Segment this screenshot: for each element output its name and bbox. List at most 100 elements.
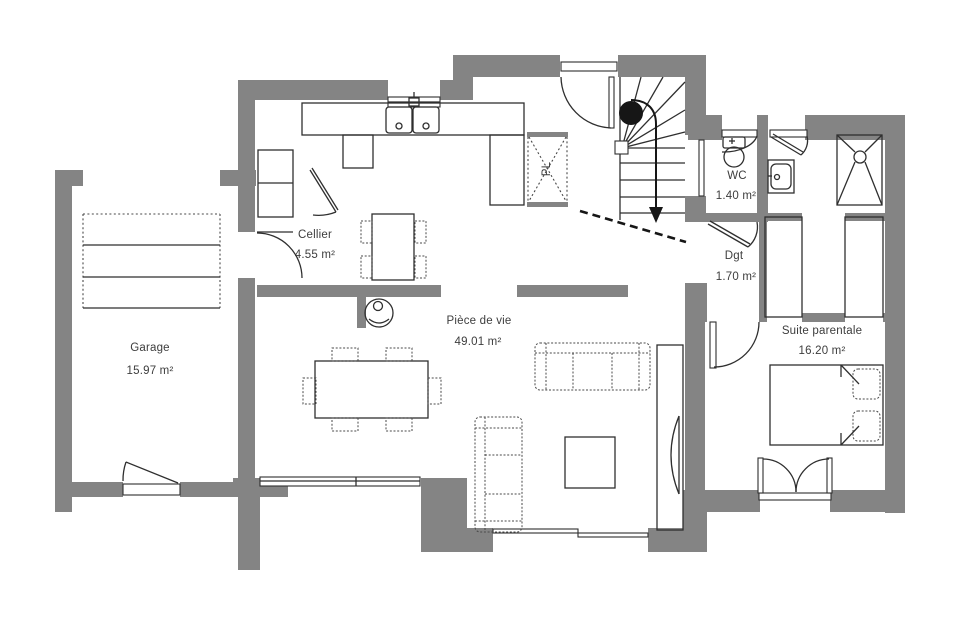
shower-fold	[864, 134, 883, 153]
room-label-cellier: Cellier	[298, 229, 332, 241]
bed-fold	[840, 364, 860, 385]
room-label-pl: PL	[541, 161, 553, 177]
room-area-dgt: 1.70 m²	[715, 271, 757, 283]
bath-window-leaf	[770, 136, 802, 156]
garage-door-threshold	[122, 483, 181, 496]
garage-cellier-door-arc	[256, 232, 303, 279]
shower-fold	[864, 161, 883, 206]
island-chair	[360, 220, 373, 244]
tv-screen	[670, 415, 680, 495]
wall-wc-north	[688, 115, 722, 140]
entry-door-arc	[560, 76, 612, 129]
island-chair	[414, 255, 427, 279]
stair-winder	[621, 81, 686, 149]
wall-south-step	[421, 478, 467, 552]
garage-ped-door-leaf	[125, 461, 179, 484]
room-label-dgt: Dgt	[724, 250, 744, 262]
stair-winder	[621, 131, 686, 149]
pl-closet-bottom-edge	[527, 202, 568, 207]
wall-north-b	[473, 55, 560, 77]
room-area-cellier: 4.55 m²	[294, 249, 336, 261]
wood-stove-flue	[372, 300, 384, 312]
wall-living-north-b	[517, 285, 628, 297]
suite-door-leaf	[709, 321, 717, 369]
room-area-suite-parentale: 16.20 m²	[798, 345, 846, 357]
stair-cut-line	[579, 209, 687, 244]
wood-stove-door	[368, 318, 390, 324]
wall-suite-north-right	[883, 313, 905, 322]
sofa-top	[534, 342, 651, 391]
tv-sideboard	[656, 344, 684, 531]
toilet-bowl	[723, 146, 745, 168]
french-door-arc-right	[795, 458, 830, 493]
sink-drain-right	[422, 122, 430, 130]
french-door-threshold	[758, 492, 832, 501]
dining-table	[314, 360, 429, 419]
sink-right	[412, 106, 440, 134]
stair-arrow-head	[649, 207, 663, 223]
wood-stove	[364, 298, 394, 328]
wall-cellier-west	[238, 82, 255, 232]
stair-newel	[614, 140, 629, 155]
wall-suite-south-right	[830, 490, 887, 512]
wall-dgt-west	[685, 283, 707, 322]
wall-garage-south-left	[55, 482, 123, 497]
wall-north-step	[453, 55, 473, 100]
room-area-garage: 15.97 m²	[126, 365, 174, 377]
wall-wc-bath-divider	[757, 115, 768, 222]
cellier-door-arc	[312, 211, 337, 216]
dgt-door-leaf	[709, 220, 751, 245]
suite-door-arc	[713, 321, 760, 368]
wardrobe	[844, 216, 884, 318]
bath-window-sill	[769, 129, 808, 138]
wall-suite-west	[685, 322, 705, 513]
washbasin-drain	[773, 173, 781, 181]
dining-chair	[302, 377, 317, 405]
entry-door-leaf	[608, 76, 615, 129]
wall-dgt-east	[759, 217, 767, 322]
dining-chair	[385, 417, 413, 432]
dining-chair	[427, 377, 442, 405]
dining-chair	[385, 347, 413, 362]
island-chair	[414, 220, 427, 244]
room-label-piece-de-vie: Pièce de vie	[446, 315, 512, 327]
french-door-arc-left	[762, 458, 797, 493]
bay-window-panel	[577, 532, 649, 538]
wall-north-a	[238, 80, 388, 100]
french-door-leaf-right	[826, 457, 833, 494]
wall-stove-stub	[357, 285, 366, 328]
wall-south-stub	[238, 478, 260, 570]
french-door-leaf-left	[757, 457, 764, 494]
wall-north-a2	[440, 80, 453, 100]
room-label-wc: WC	[727, 170, 747, 182]
stair-arrow-start	[619, 101, 643, 125]
dining-chair	[331, 417, 359, 432]
shower-drain	[853, 150, 867, 164]
bath-window-arc	[800, 135, 809, 156]
toilet-tank	[722, 136, 746, 149]
garage-ped-door-arc	[122, 461, 127, 482]
wall-garage-east-lower	[238, 278, 255, 497]
bath-window-leaf	[772, 133, 804, 153]
room-label-garage: Garage	[130, 342, 170, 354]
dgt-door-arc	[747, 221, 759, 248]
wall-stair-top	[618, 55, 705, 77]
sofa-left	[474, 416, 523, 533]
wc-window-sill	[721, 129, 758, 138]
bed	[769, 364, 884, 446]
wall-living-north-a	[257, 285, 441, 297]
dgt-door-leaf	[707, 223, 749, 248]
kitchen-cabinet	[342, 134, 374, 169]
room-area-wc: 1.40 m²	[715, 190, 757, 202]
pillow	[852, 368, 881, 400]
bay-window-panel	[492, 528, 579, 534]
shower-tray	[836, 134, 883, 206]
wall-garage-west	[55, 170, 72, 497]
wall-suite-north-mid	[802, 313, 845, 322]
wall-bay-east-pier	[648, 528, 693, 552]
wall-suite-south-left	[705, 490, 760, 512]
stair-winder	[621, 109, 686, 149]
pl-closet-top-edge	[527, 132, 568, 137]
